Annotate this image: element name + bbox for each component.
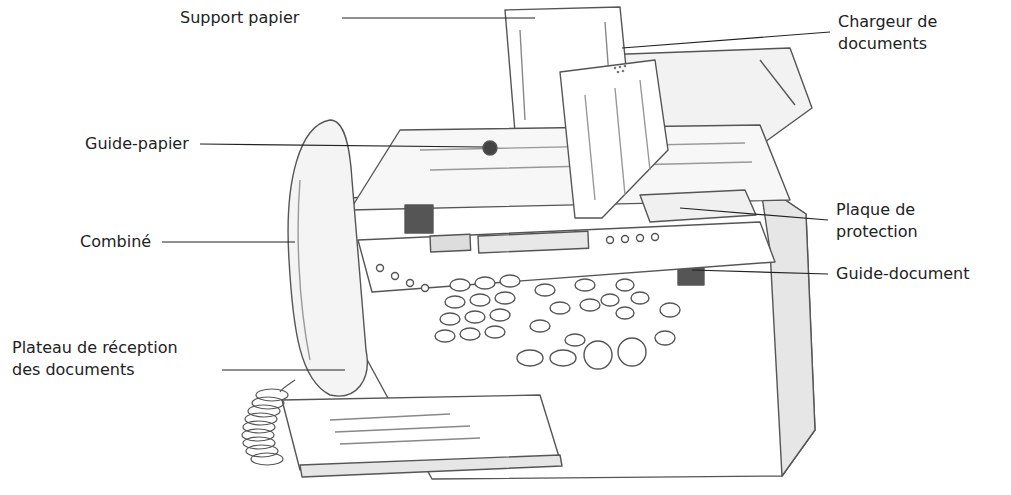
leader-line: [342, 17, 535, 18]
leader-line: [680, 208, 828, 220]
part-label: Combiné: [80, 231, 151, 253]
protection-plate: [640, 190, 756, 222]
output-tray-edge: [300, 455, 562, 477]
body-side: [760, 183, 815, 476]
part-label: Plateau de réception des documents: [12, 337, 187, 381]
leader-line: [622, 32, 830, 48]
leader-lines: [162, 18, 830, 370]
leader-line: [162, 241, 295, 242]
keypad: [435, 275, 680, 369]
panel-button: [430, 234, 471, 252]
part-label: Guide-papier: [85, 133, 189, 155]
control-panel: [358, 222, 775, 292]
handset: [288, 120, 367, 396]
loader-dots: [614, 65, 627, 74]
handset-cord: [242, 380, 295, 465]
document-guide: [405, 205, 433, 233]
part-label: Support papier: [180, 7, 299, 29]
paper-guide: [483, 141, 497, 155]
tray-detail: [760, 60, 795, 105]
part-label: Guide-document: [836, 263, 969, 285]
display: [478, 231, 589, 253]
handset-detail: [298, 180, 310, 360]
loader-detail: [585, 80, 650, 200]
part-label: Plaque de protection: [836, 199, 956, 243]
panel-leds: [377, 234, 659, 292]
tray-detail: [330, 414, 480, 444]
leader-line: [200, 144, 483, 147]
leader-line: [222, 369, 345, 370]
part-label: Chargeur de documents: [838, 11, 958, 55]
leader-line: [692, 270, 828, 274]
